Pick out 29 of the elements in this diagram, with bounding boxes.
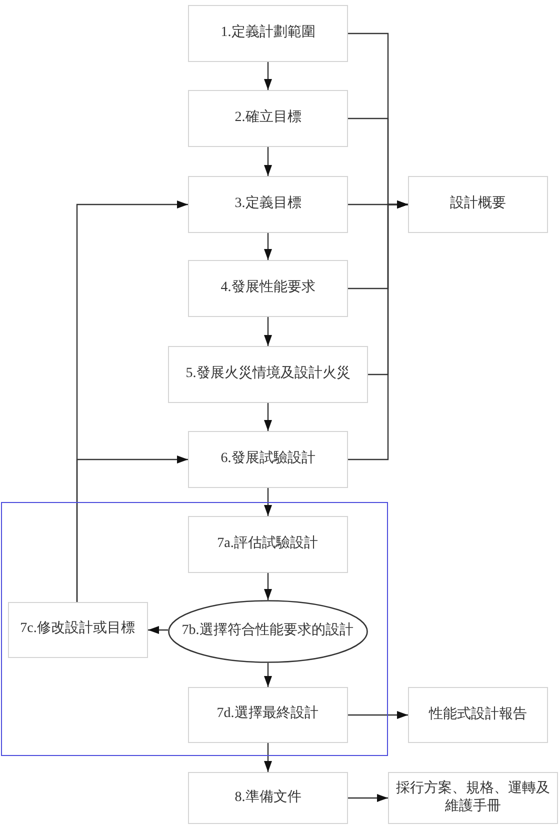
arrow	[348, 794, 388, 802]
arrow	[264, 573, 272, 600]
arrow	[264, 663, 272, 687]
arrow	[264, 743, 272, 772]
arrow	[148, 626, 168, 634]
process-box: 7c.修改設計或目標	[8, 602, 148, 658]
output-box: 性能式設計報告	[408, 687, 548, 743]
process-box: 4.發展性能要求	[188, 260, 348, 317]
process-box: 6.發展試驗設計	[188, 431, 348, 488]
arrow	[264, 317, 272, 346]
output-box: 採行方案、規格、運轉及維護手冊	[388, 772, 558, 824]
arrow	[264, 233, 272, 260]
process-box: 1.定義計劃範圍	[188, 5, 348, 62]
arrow	[76, 456, 188, 602]
arrow	[264, 403, 272, 431]
process-box: 5.發展火災情境及設計火災	[168, 346, 368, 403]
process-box: 3.定義目標	[188, 176, 348, 233]
arrow	[264, 62, 272, 90]
process-box: 7d.選擇最終設計	[188, 686, 348, 742]
process-box: 2.確立目標	[188, 90, 348, 147]
arrow	[264, 147, 272, 176]
process-box: 8.準備文件	[188, 772, 348, 824]
output-box: 設計概要	[408, 176, 548, 233]
arrow	[348, 200, 408, 460]
group-frame	[1, 502, 388, 756]
arrow	[348, 711, 408, 719]
arrow	[264, 488, 272, 516]
decision-ellipse: 7b.選擇符合性能要求的設計	[168, 600, 368, 662]
process-box: 7a.評估試驗設計	[188, 516, 348, 572]
